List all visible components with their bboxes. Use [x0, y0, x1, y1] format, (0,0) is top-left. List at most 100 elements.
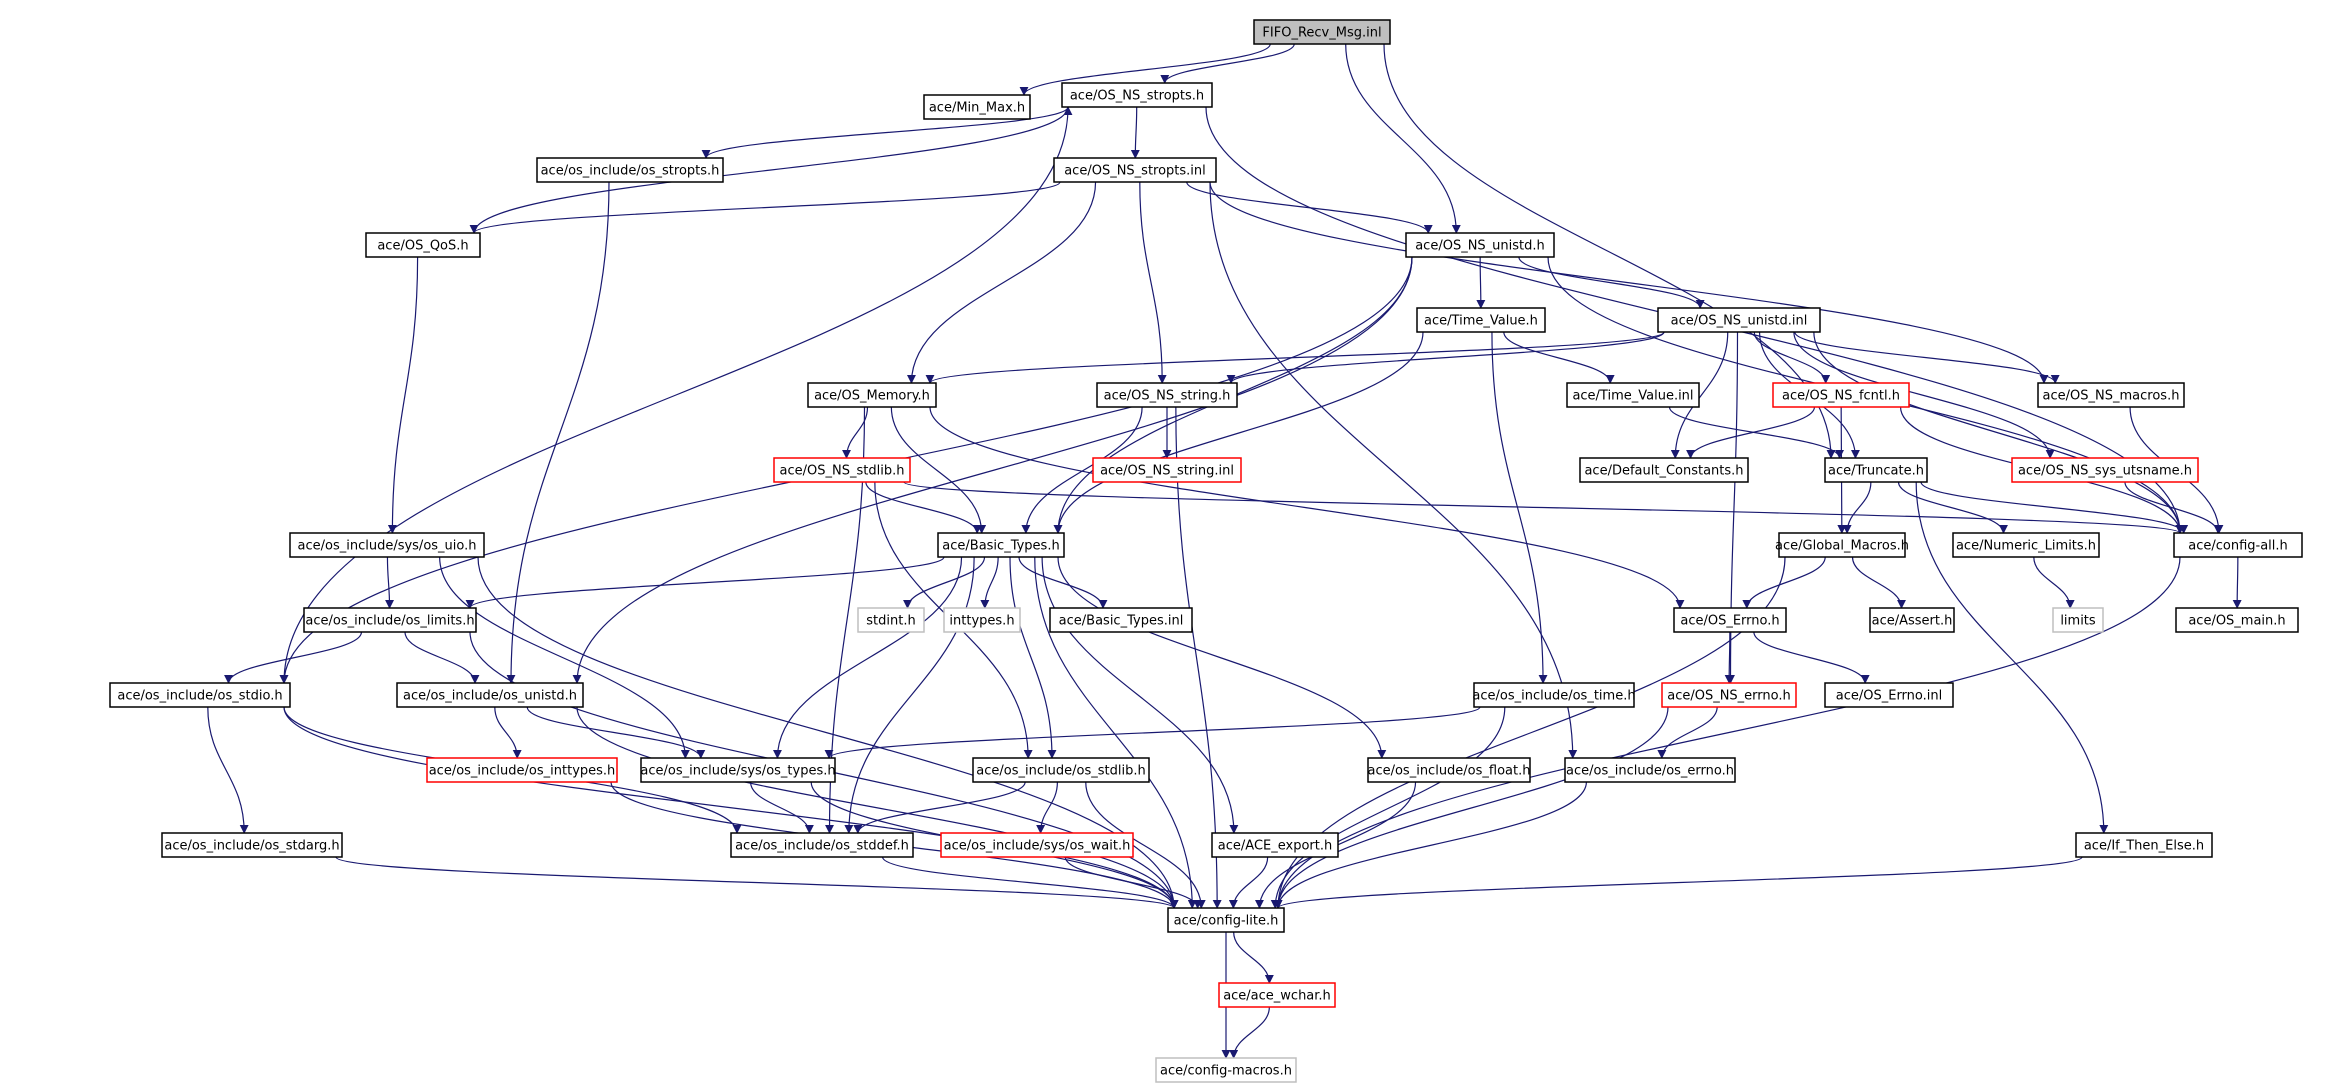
- node-assert[interactable]: ace/Assert.h: [1869, 607, 1955, 633]
- edge-oserrno-to-ns_errno: [1724, 631, 1734, 684]
- node-box-timevalue_h: [1416, 307, 1546, 333]
- node-bt_inl[interactable]: ace/Basic_Types.inl: [1049, 607, 1193, 633]
- node-fcntl[interactable]: ace/OS_NS_fcntl.h: [1772, 382, 1910, 408]
- node-string_inl[interactable]: ace/OS_NS_string.inl: [1092, 457, 1242, 483]
- node-inc_float[interactable]: ace/os_include/os_float.h: [1367, 757, 1531, 783]
- edge-stropts_inl-to-qos: [469, 181, 1061, 234]
- node-unistd_h[interactable]: ace/OS_NS_unistd.h: [1405, 232, 1555, 258]
- node-ns_errno[interactable]: ace/OS_NS_errno.h: [1661, 682, 1797, 708]
- node-box-utsname: [2011, 457, 2199, 483]
- edge-truncate-to-ifthenelse: [1915, 481, 2109, 834]
- edge-ifthenelse-to-configlite: [1273, 856, 2083, 909]
- edge-globalmacros-to-oserrno: [1742, 556, 1826, 609]
- node-inc_errno[interactable]: ace/os_include/os_errno.h: [1564, 757, 1736, 783]
- node-label-unistd_inl: ace/OS_NS_unistd.inl: [1671, 314, 1808, 329]
- node-label-errno_inl: ace/OS_Errno.inl: [1836, 689, 1942, 704]
- node-box-limits: [2052, 607, 2104, 633]
- node-truncate[interactable]: ace/Truncate.h: [1824, 457, 1928, 483]
- edge-unistd_inl-to-utsname: [1793, 331, 2055, 459]
- node-box-inc_stddef: [730, 832, 914, 858]
- node-inc_limits[interactable]: ace/os_include/os_limits.h: [303, 607, 477, 633]
- node-timevalue_inl[interactable]: ace/Time_Value.inl: [1566, 382, 1700, 408]
- node-label-ace_export: ace/ACE_export.h: [1218, 839, 1332, 854]
- node-inc_stdio[interactable]: ace/os_include/os_stdio.h: [109, 682, 291, 708]
- node-inc_stropts[interactable]: ace/os_include/os_stropts.h: [536, 157, 724, 183]
- edge-stropts_inl-to-osmemory: [906, 181, 1097, 384]
- node-configlite[interactable]: ace/config-lite.h: [1167, 907, 1285, 933]
- node-inc_stddef[interactable]: ace/os_include/os_stddef.h: [730, 832, 914, 858]
- node-box-truncate: [1824, 457, 1928, 483]
- node-ace_export[interactable]: ace/ACE_export.h: [1211, 832, 1339, 858]
- edge-basic_types-to-inc_limits: [465, 556, 945, 609]
- edge-unistd_inl-to-fcntl: [1753, 331, 1831, 384]
- node-defconst[interactable]: ace/Default_Constants.h: [1579, 457, 1749, 483]
- edge-configlite-to-wchar: [1233, 931, 1274, 984]
- node-osmain[interactable]: ace/OS_main.h: [2175, 607, 2299, 633]
- edge-basic_types-to-ace_export: [1041, 556, 1239, 834]
- node-label-string_inl: ace/OS_NS_string.inl: [1100, 464, 1234, 479]
- node-inc_unistd[interactable]: ace/os_include/os_unistd.h: [396, 682, 584, 708]
- node-timevalue_h[interactable]: ace/Time_Value.h: [1416, 307, 1546, 333]
- node-label-root: FIFO_Recv_Msg.inl: [1262, 26, 1381, 41]
- node-inttypes_ext[interactable]: inttypes.h: [943, 607, 1021, 633]
- node-macros[interactable]: ace/OS_NS_macros.h: [2037, 382, 2185, 408]
- node-box-sys_wait: [940, 832, 1134, 858]
- node-errno_inl[interactable]: ace/OS_Errno.inl: [1824, 682, 1954, 708]
- edge-osmemory-to-stdlib_h: [842, 406, 869, 459]
- node-box-fcntl: [1772, 382, 1910, 408]
- node-root[interactable]: FIFO_Recv_Msg.inl: [1253, 19, 1391, 45]
- node-globalmacros[interactable]: ace/Global_Macros.h: [1775, 532, 1909, 558]
- node-configmacros[interactable]: ace/config-macros.h: [1155, 1057, 1297, 1083]
- node-wchar[interactable]: ace/ace_wchar.h: [1218, 982, 1336, 1008]
- node-limits[interactable]: limits: [2052, 607, 2104, 633]
- node-minmax[interactable]: ace/Min_Max.h: [923, 94, 1031, 120]
- node-stdint[interactable]: stdint.h: [857, 607, 925, 633]
- node-label-inc_stropts: ace/os_include/os_stropts.h: [541, 164, 720, 179]
- edge-root-to-unistd_h: [1345, 43, 1461, 234]
- node-numlimits[interactable]: ace/Numeric_Limits.h: [1952, 532, 2100, 558]
- edge-fcntl-to-defconst: [1686, 406, 1816, 459]
- node-label-utsname: ace/OS_NS_sys_utsname.h: [2018, 464, 2192, 479]
- node-stropts_inl[interactable]: ace/OS_NS_stropts.inl: [1053, 157, 1217, 183]
- node-label-configlite: ace/config-lite.h: [1174, 914, 1279, 929]
- edge-inc_unistd-to-configlite: [576, 706, 1179, 909]
- node-stropts_h[interactable]: ace/OS_NS_stropts.h: [1061, 82, 1213, 108]
- node-utsname[interactable]: ace/OS_NS_sys_utsname.h: [2011, 457, 2199, 483]
- node-stdlib_h[interactable]: ace/OS_NS_stdlib.h: [773, 457, 911, 483]
- node-label-timevalue_h: ace/Time_Value.h: [1424, 314, 1538, 329]
- edge-sys_wait-to-configlite: [1064, 856, 1203, 909]
- node-box-basic_types: [937, 532, 1065, 558]
- edge-utsname-to-configall: [2124, 481, 2223, 534]
- node-inc_inttypes[interactable]: ace/os_include/os_inttypes.h: [426, 757, 618, 783]
- node-sys_wait[interactable]: ace/os_include/sys/os_wait.h: [940, 832, 1134, 858]
- edge-unistd_h-to-unistd_inl: [1518, 256, 1705, 309]
- node-configall[interactable]: ace/config-all.h: [2173, 532, 2303, 558]
- node-string_h[interactable]: ace/OS_NS_string.h: [1096, 382, 1238, 408]
- node-unistd_inl[interactable]: ace/OS_NS_unistd.inl: [1657, 307, 1821, 333]
- node-sys_types[interactable]: ace/os_include/sys/os_types.h: [640, 757, 836, 783]
- edge-basic_types-to-inc_stdlib: [1009, 556, 1057, 759]
- node-ifthenelse[interactable]: ace/If_Then_Else.h: [2075, 832, 2213, 858]
- edge-inc_stddef-to-configlite: [882, 856, 1179, 909]
- node-label-string_h: ace/OS_NS_string.h: [1104, 389, 1231, 404]
- edge-basic_types-to-sys_types: [772, 556, 963, 759]
- node-box-ifthenelse: [2075, 832, 2213, 858]
- node-label-assert: ace/Assert.h: [1872, 614, 1953, 629]
- node-inc_stdlib[interactable]: ace/os_include/os_stdlib.h: [972, 757, 1150, 783]
- node-inc_stdarg[interactable]: ace/os_include/os_stdarg.h: [161, 832, 343, 858]
- edge-stropts_h-to-inc_stropts: [701, 106, 1069, 159]
- edge-wchar-to-configmacros: [1229, 1006, 1270, 1059]
- node-inc_time[interactable]: ace/os_include/os_time.h: [1472, 682, 1636, 708]
- node-label-ifthenelse: ace/If_Then_Else.h: [2084, 839, 2204, 854]
- edge-basic_types-to-inc_float: [1057, 556, 1387, 759]
- node-qos[interactable]: ace/OS_QoS.h: [365, 232, 481, 258]
- node-sys_uio[interactable]: ace/os_include/sys/os_uio.h: [289, 532, 485, 558]
- node-box-errno_inl: [1824, 682, 1954, 708]
- edge-stropts_inl-to-macros: [1209, 181, 2049, 384]
- node-basic_types[interactable]: ace/Basic_Types.h: [937, 532, 1065, 558]
- node-box-timevalue_inl: [1566, 382, 1700, 408]
- node-oserrno[interactable]: ace/OS_Errno.h: [1673, 607, 1787, 633]
- edge-stropts_inl-to-inc_errno: [1209, 181, 1578, 759]
- node-box-inttypes_ext: [943, 607, 1021, 633]
- node-osmemory[interactable]: ace/OS_Memory.h: [807, 382, 937, 408]
